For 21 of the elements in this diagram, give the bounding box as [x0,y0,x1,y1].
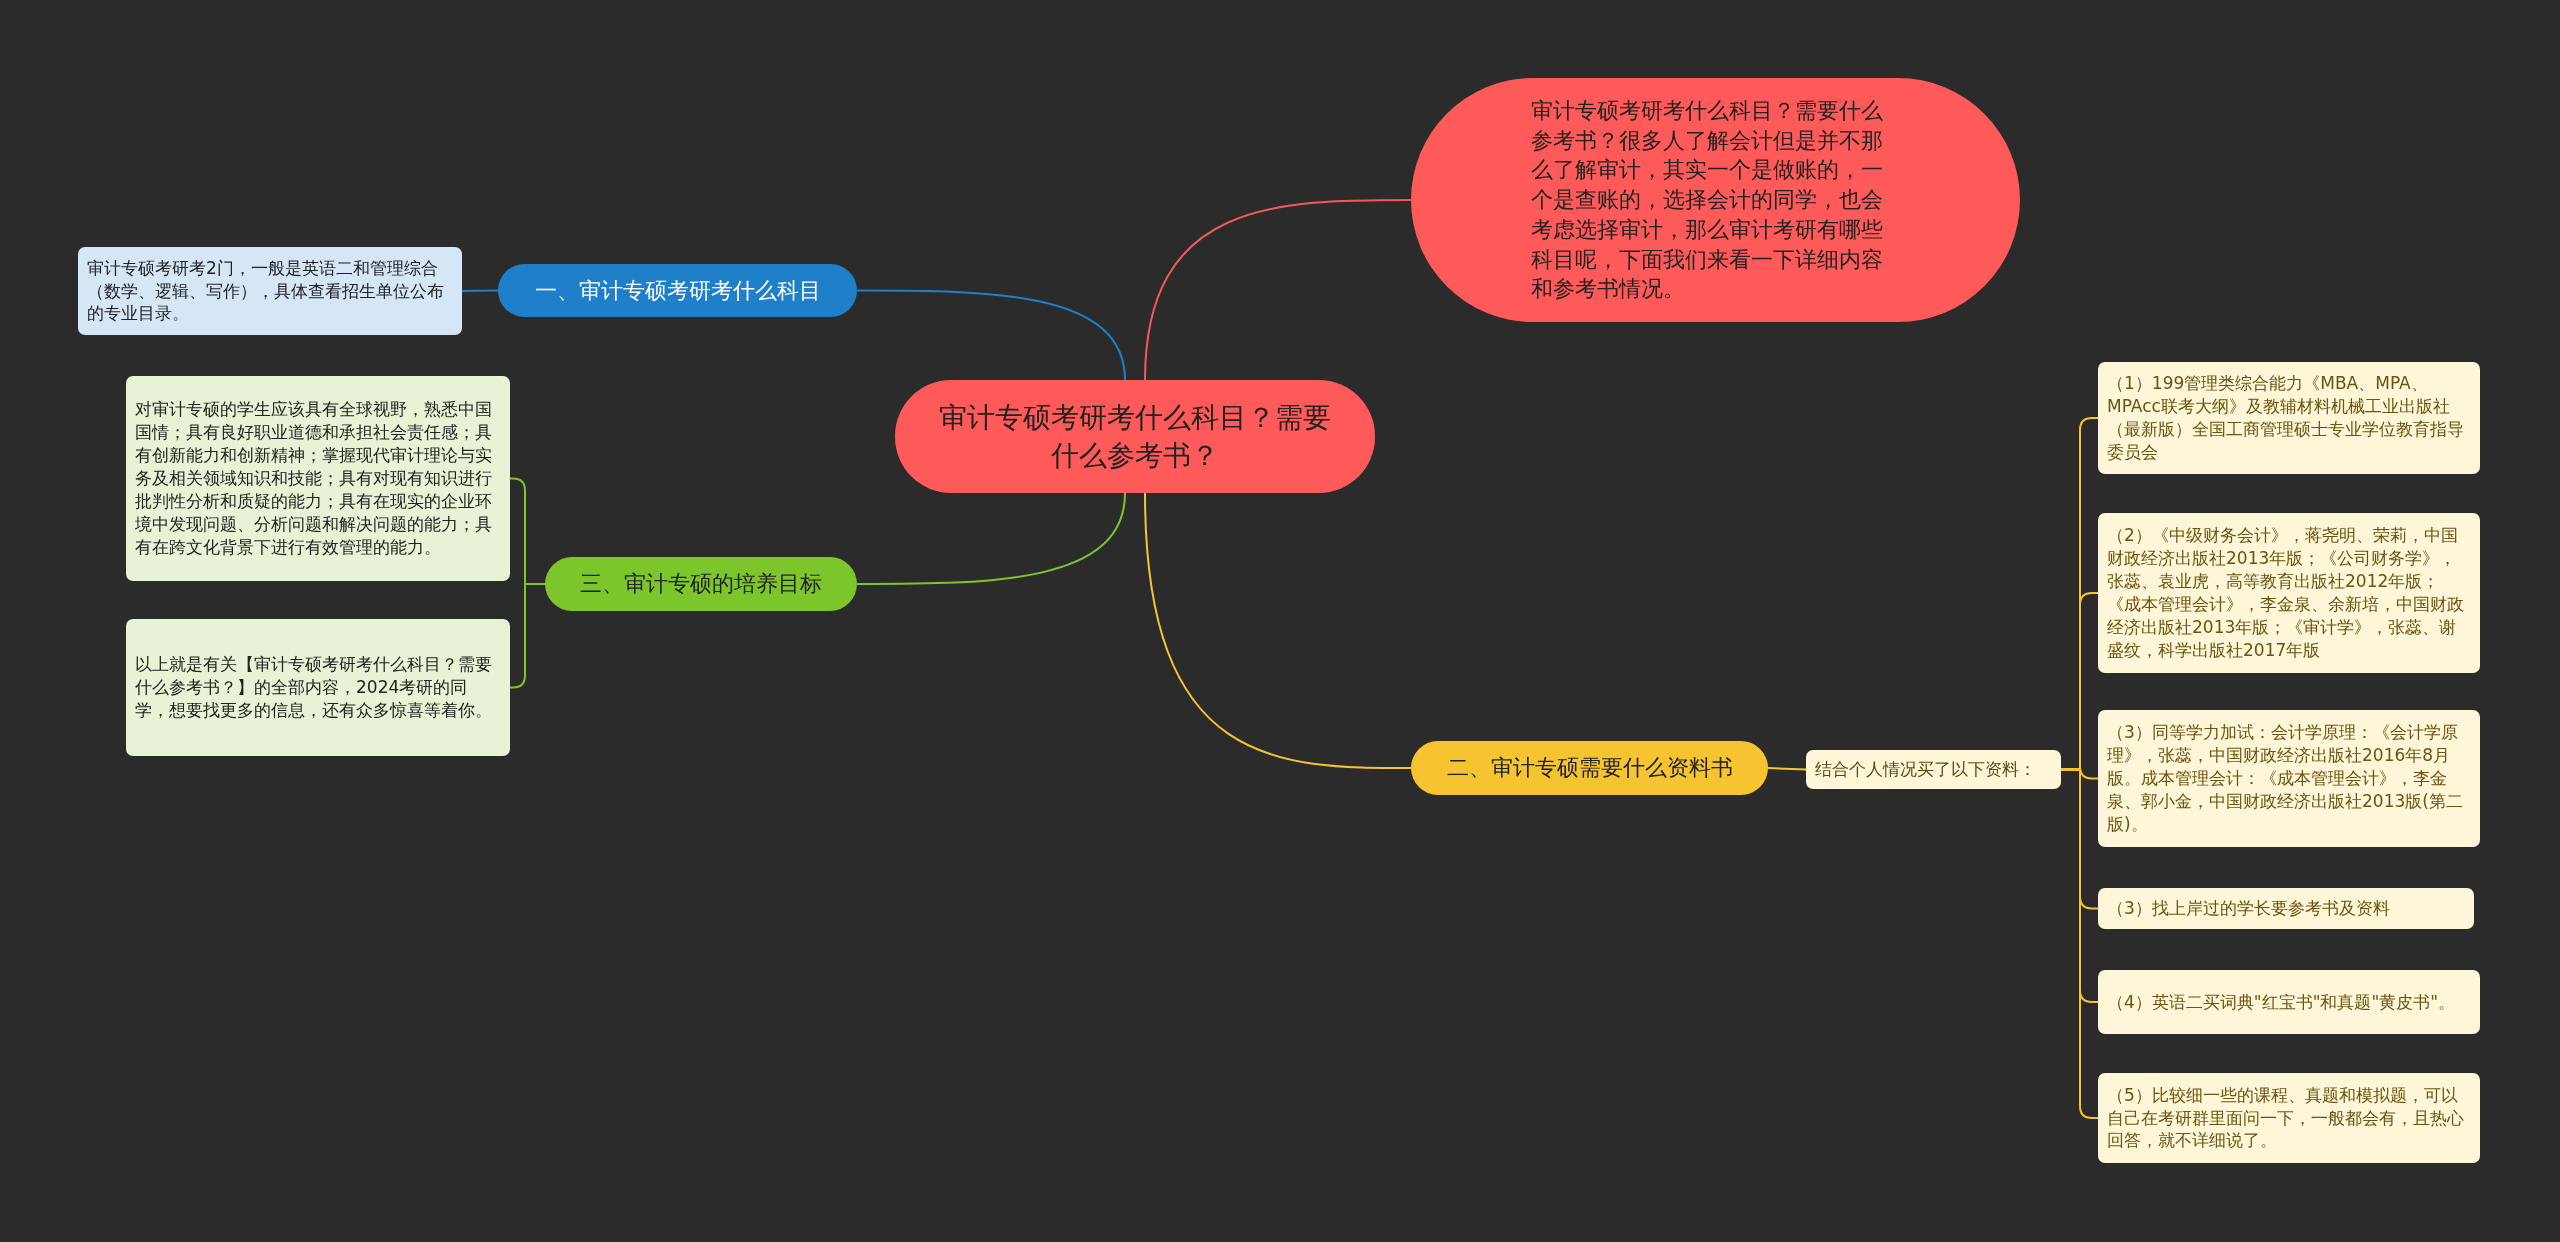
connector-line [461,289,499,292]
note-box: （1）199管理类综合能力《MBA、MPA、MPAcc联考大纲》及教辅材料机械工业出版社（最新版）全国工商管理硕士专业学位教育指导委员会 [2098,362,2480,474]
note-box: 对审计专硕的学生应该具有全球视野，熟悉中国国情；具有良好职业道德和承担社会责任感；具有创新能力和创新精神；掌握现代审计理论与实务及相关领域知识和技能；具有对现有知识进行批判性分析和质疑的能力；具有在现实的企业环境中发现问题、分析问题和解决问题的能力；具有在跨文化背景下进行有效管理的能力。 [126,376,510,581]
note-box: （3）找上岸过的学长要参考书及资料 [2098,888,2474,929]
branch-topic: 一、审计专硕考研考什么科目 [498,264,857,317]
connector-line [856,492,1126,585]
central-topic: 审计专硕考研考什么科目？需要什么参考书？ [895,380,1375,493]
intro-bubble: 审计专硕考研考什么科目？需要什么参考书？很多人了解会计但是并不那么了解审计，其实一个是做账的，一个是查账的，选择会计的同学，也会考虑选择审计，那么审计考研有哪些科目呢，下面我们来看一下详细内容和参考书情况。 [1411,78,2020,322]
note-box: （4）英语二买词典"红宝书"和真题"黄皮书"。 [2098,970,2480,1034]
note-box: （5）比较细一些的课程、真题和模拟题，可以自己在考研群里面问一下，一般都会有，且热心回答，就不详细说了。 [2098,1073,2480,1163]
note-box: 结合个人情况买了以下资料： [1806,750,2061,789]
connector-line [1767,767,1807,771]
branch-topic: 二、审计专硕需要什么资料书 [1411,741,1768,795]
connector-line [856,289,1126,381]
branch-topic: 三、审计专硕的培养目标 [545,557,857,611]
note-box: 以上就是有关【审计专硕考研考什么科目？需要什么参考书？】的全部内容，2024考研的同学，想要找更多的信息，还有众多惊喜等着你。 [126,619,510,756]
note-box: （3）同等学力加试：会计学原理：《会计学原理》，张蕊，中国财政经济出版社2016年8月版。成本管理会计：《成本管理会计》，李金泉、郭小金，中国财政经济出版社2013版(第二版)。 [2098,710,2480,847]
connector-line [1144,492,1412,769]
note-box: 审计专硕考研考2门，一般是英语二和管理综合（数学、逻辑、写作），具体查看招生单位公布的专业目录。 [78,247,462,335]
connector-line [1144,199,1412,381]
note-box: （2）《中级财务会计》，蒋尧明、荣莉，中国财政经济出版社2013年版；《公司财务学》，张蕊、袁业虎，高等教育出版社2012年版；《成本管理会计》，李金泉、余新培，中国财政经济出版社2013年版；《审计学》，张蕊、谢盛纹，科学出版社2017年版 [2098,513,2480,673]
